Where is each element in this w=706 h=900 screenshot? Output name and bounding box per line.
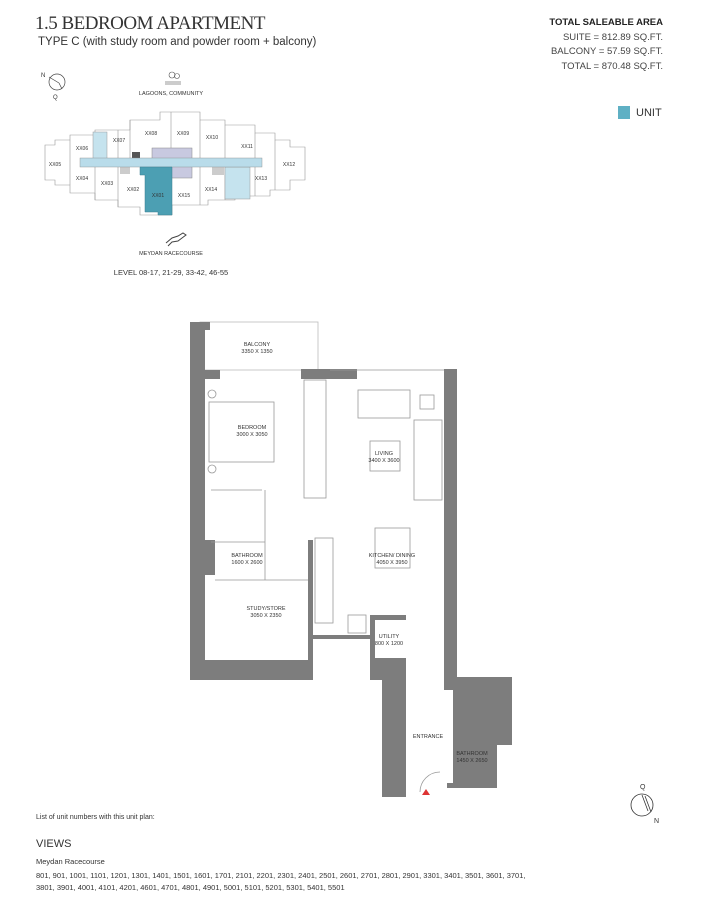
bathroom-dims: 1600 X 2600 xyxy=(231,560,262,566)
top-view-label: LAGOONS, COMMUNITY xyxy=(139,91,204,97)
key-unit-label: XX01 xyxy=(152,193,164,199)
floor-plan xyxy=(190,321,512,797)
key-compass-n: N xyxy=(41,73,45,79)
bedroom-dims: 3000 X 3050 xyxy=(236,432,267,438)
kitchen-dims: 4050 X 3950 xyxy=(376,560,407,566)
balcony-dims: 3350 X 1350 xyxy=(241,349,272,355)
entrance-marker-icon xyxy=(422,789,430,795)
key-unit-label: XX10 xyxy=(206,135,218,141)
views-subheading: Meydan Racecourse xyxy=(36,857,105,866)
key-compass-q: Q xyxy=(53,95,58,101)
utility-dims: 800 X 1200 xyxy=(375,641,403,647)
compass-q: Q xyxy=(640,784,646,791)
key-plan: XX01 XX02 XX03 XX04 XX05 XX06 XX07 XX08 … xyxy=(44,111,306,216)
key-unit-label: XX04 xyxy=(76,176,88,182)
unit-type-subtitle: TYPE C (with study room and powder room … xyxy=(38,36,317,48)
living-dims: 3400 X 3600 xyxy=(368,458,399,464)
key-unit-label: XX09 xyxy=(177,131,189,137)
key-unit-label: XX15 xyxy=(178,193,190,199)
suite-area: SUITE = 812.89 SQ.FT. xyxy=(562,31,663,43)
legend: UNIT xyxy=(618,106,662,119)
key-unit-label: XX14 xyxy=(205,187,217,193)
study-dims: 3050 X 2350 xyxy=(250,613,281,619)
highlighted-unit xyxy=(139,166,173,216)
key-unit-label: XX13 xyxy=(255,176,267,182)
key-unit-label: XX03 xyxy=(101,181,113,187)
units-note: List of unit numbers with this unit plan… xyxy=(36,814,155,821)
key-unit-label: XX11 xyxy=(241,144,253,150)
bedroom-label: BEDROOM xyxy=(238,425,267,431)
area-summary: TOTAL SALEABLE AREA SUITE = 812.89 SQ.FT… xyxy=(549,16,663,74)
balcony-label: BALCONY xyxy=(244,342,271,348)
key-unit-label: XX02 xyxy=(127,187,139,193)
key-unit-label: XX12 xyxy=(283,162,295,168)
key-compass-icon: N Q xyxy=(41,73,66,101)
lagoons-icon xyxy=(165,71,181,85)
key-unit-label: XX05 xyxy=(49,162,61,168)
living-label: LIVING xyxy=(375,451,393,457)
entrance-label: ENTRANCE xyxy=(413,734,444,740)
bathroom2-dims: 1450 X 2650 xyxy=(456,758,487,764)
views-heading: VIEWS xyxy=(36,838,72,850)
total-area: TOTAL = 870.48 SQ.FT. xyxy=(561,60,663,72)
study-label: STUDY/STORE xyxy=(246,606,285,612)
level-label: LEVEL 08-17, 21-29, 33-42, 46-55 xyxy=(114,268,228,277)
compass-icon: Q N xyxy=(630,784,659,825)
key-unit-label: XX08 xyxy=(145,131,157,137)
bathroom2-label: BATHROOM xyxy=(456,751,488,757)
racecourse-horse-icon xyxy=(165,232,187,247)
bathroom-label: BATHROOM xyxy=(231,553,263,559)
key-unit-label: XX06 xyxy=(76,146,88,152)
balcony-area: BALCONY = 57.59 SQ.FT. xyxy=(550,46,663,57)
area-heading: TOTAL SALEABLE AREA xyxy=(549,17,663,28)
kitchen-label: KITCHEN/ DINING xyxy=(369,553,415,559)
legend-swatch xyxy=(618,106,630,119)
key-unit-label: XX07 xyxy=(113,138,125,144)
legend-label: UNIT xyxy=(636,106,662,119)
unit-numbers-list: 801, 901, 1001, 1101, 1201, 1301, 1401, … xyxy=(36,871,526,892)
page-title: 1.5 BEDROOM APARTMENT xyxy=(35,13,265,34)
utility-label: UTILITY xyxy=(379,634,400,640)
bottom-view-label: MEYDAN RACECOURSE xyxy=(139,251,203,257)
compass-n: N xyxy=(654,818,659,825)
